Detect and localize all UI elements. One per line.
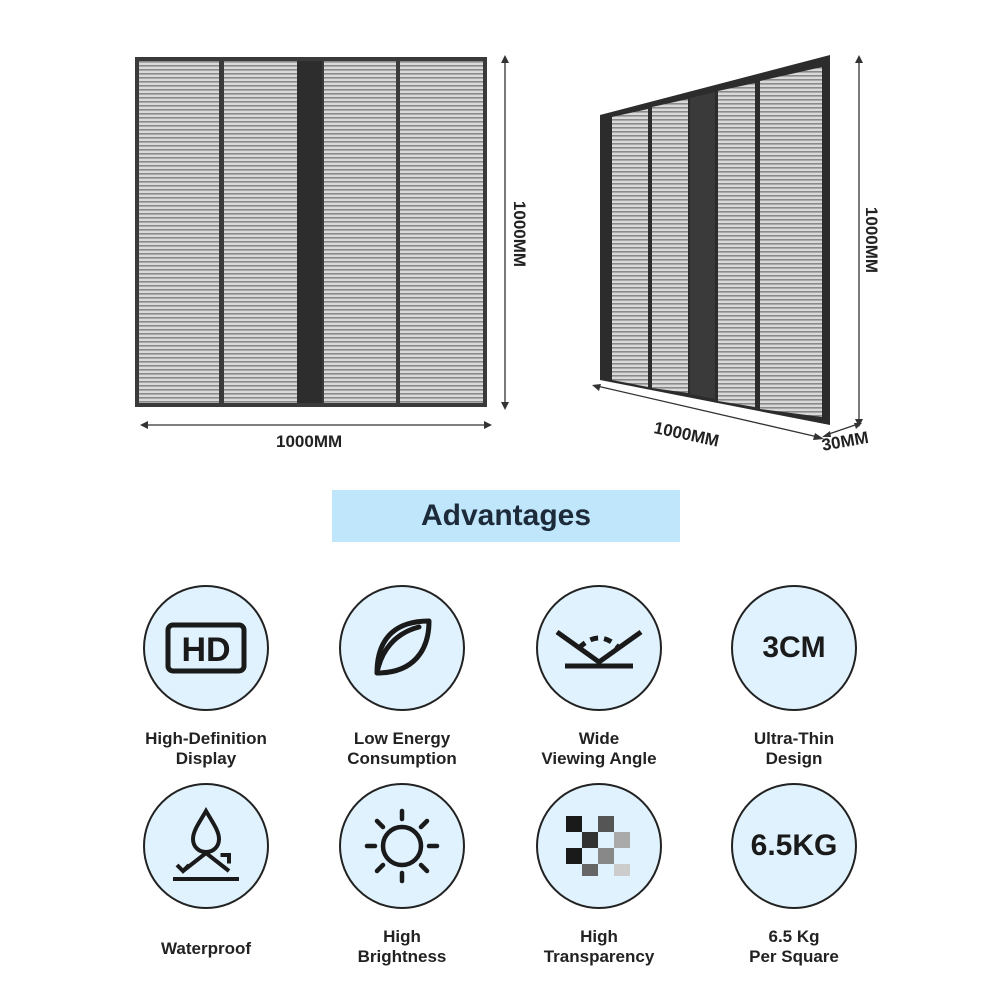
thickness-icon: 3CM	[731, 585, 857, 711]
hd-icon: HD	[165, 622, 247, 674]
feature-circle	[339, 783, 465, 909]
feature-circle	[536, 585, 662, 711]
viewing-angle-icon	[555, 629, 643, 669]
side-depth-arrow	[822, 423, 862, 437]
feature-circle	[339, 585, 465, 711]
side-height-label: 1000MM	[862, 206, 882, 274]
transparency-icon	[566, 816, 630, 876]
feature-label: Waterproof	[160, 939, 252, 958]
front-width-arrow	[140, 421, 492, 429]
water-drop-icon	[173, 807, 239, 881]
perspective-panel-image	[600, 55, 830, 425]
feature-circle	[143, 783, 269, 909]
feature-circle	[536, 783, 662, 909]
front-height-arrow	[501, 55, 509, 410]
side-width-arrow	[592, 384, 824, 440]
weight-icon: 6.5KG	[731, 783, 857, 909]
leaf-icon	[374, 618, 432, 676]
advantages-title: Advantages	[420, 499, 592, 532]
front-height-label: 1000MM	[510, 200, 530, 268]
feature-waterproof: Waterproof	[106, 783, 306, 959]
sun-icon	[364, 808, 440, 884]
svg-text:HD: HD	[181, 631, 230, 669]
weight-badge: 6.5KG	[750, 829, 838, 862]
front-panel-image	[135, 57, 487, 407]
advantages-banner: Advantages	[332, 490, 680, 542]
feature-circle: HD	[143, 585, 269, 711]
thickness-badge: 3CM	[762, 631, 826, 664]
front-width-label: 1000MM	[276, 432, 343, 451]
